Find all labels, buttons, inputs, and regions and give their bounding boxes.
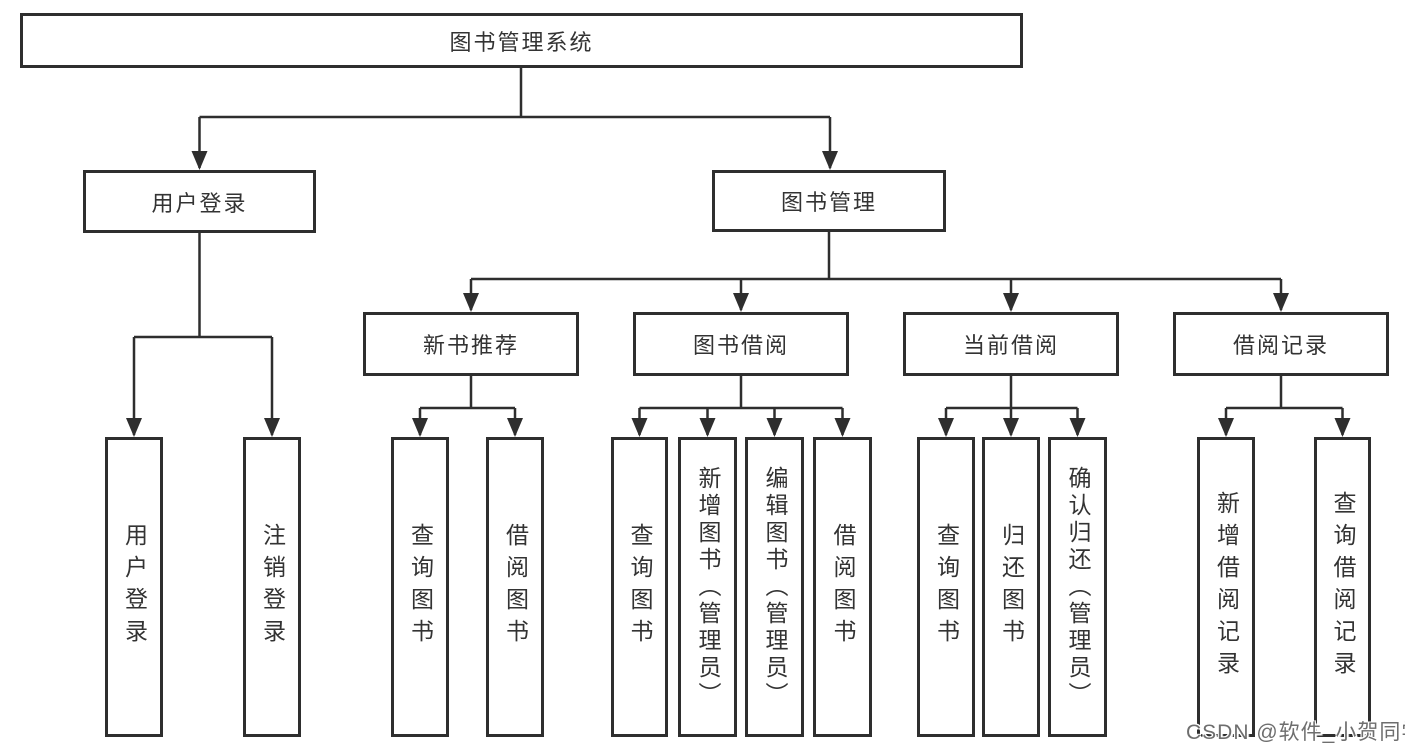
node-label: 归还图书 [998,523,1025,651]
leaf-borrow-books-borrowing: 借阅图书 [813,437,872,737]
leaf-query-books-borrowing: 查询图书 [611,437,668,737]
arrowhead-icon [834,418,851,437]
leaf-add-borrow-record: 新增借阅记录 [1197,437,1255,737]
node-label: 查询图书 [627,523,653,651]
node-label: 新增借阅记录 [1213,491,1240,683]
node-label: 借阅记录 [1232,333,1329,358]
leaf-logout: 注销登录 [243,437,301,737]
arrowhead-icon [1218,418,1234,437]
node-book-borrowing: 图书借阅 [633,312,849,376]
arrowhead-icon [631,418,648,437]
arrowhead-icon [264,418,280,437]
arrowhead-icon [822,151,838,170]
node-label: 用户登录 [151,190,248,216]
connector-bookmgmt-to-level3 [469,232,1283,310]
node-label: 查询图书 [407,523,434,651]
arrowhead-icon [507,418,523,437]
connector-borrowrecords-to-leaves [1224,376,1344,435]
node-label: 新书推荐 [422,333,519,358]
node-label: 借阅图书 [502,523,529,651]
node-label: 注销登录 [259,523,286,651]
node-root-system: 图书管理系统 [20,13,1023,68]
node-borrowing-records: 借阅记录 [1173,312,1389,376]
node-label: 确认归还（管理员） [1065,465,1091,709]
arrowhead-icon [463,293,479,312]
csdn-watermark: CSDN @软件_小贺同学 [1186,721,1405,744]
node-label: 借阅图书 [830,523,856,651]
leaf-borrow-books-recommend: 借阅图书 [486,437,544,737]
leaf-add-books-admin: 新增图书（管理员） [678,437,737,737]
arrowhead-icon [191,151,208,170]
connector-currentborrow-to-leaves [944,376,1079,435]
node-label: 查询图书 [933,523,960,651]
node-current-borrowing: 当前借阅 [903,312,1119,376]
arrowhead-icon [938,418,954,437]
node-user-login-module: 用户登录 [83,170,316,233]
arrowhead-icon [699,418,716,437]
node-label: 编辑图书（管理员） [762,465,788,709]
node-label: 查询借阅记录 [1330,491,1356,683]
node-label: 新增图书（管理员） [695,465,721,709]
arrowhead-icon [1334,418,1351,437]
leaf-user-login: 用户登录 [105,437,163,737]
arrowhead-icon [1273,293,1289,312]
connector-bookborrow-to-leaves [638,376,844,435]
arrowhead-icon [733,293,749,312]
arrowhead-icon [1003,418,1019,437]
node-label: 图书借阅 [692,333,789,358]
node-label: 当前借阅 [962,333,1059,358]
leaf-query-books-current: 查询图书 [917,437,975,737]
arrowhead-icon [126,418,142,437]
leaf-edit-books-admin: 编辑图书（管理员） [745,437,804,737]
arrowhead-icon [1069,418,1086,437]
leaf-confirm-return-admin: 确认归还（管理员） [1048,437,1107,737]
arrowhead-icon [412,418,428,437]
node-label: 图书管理 [780,190,877,215]
node-new-book-recommend: 新书推荐 [363,312,579,376]
node-book-management-module: 图书管理 [712,170,946,232]
connector-group [132,68,1344,435]
node-label: 图书管理系统 [449,29,594,55]
leaf-query-books-recommend: 查询图书 [391,437,449,737]
arrowhead-icon [1003,293,1019,312]
connector-userlogin-to-leaves [132,233,274,435]
arrowhead-icon [766,418,783,437]
leaf-query-borrow-record: 查询借阅记录 [1314,437,1371,737]
connector-root-to-level2 [198,68,832,168]
connector-newbookrec-to-leaves [418,376,517,435]
leaf-return-books: 归还图书 [982,437,1040,737]
node-label: 用户登录 [121,523,148,651]
